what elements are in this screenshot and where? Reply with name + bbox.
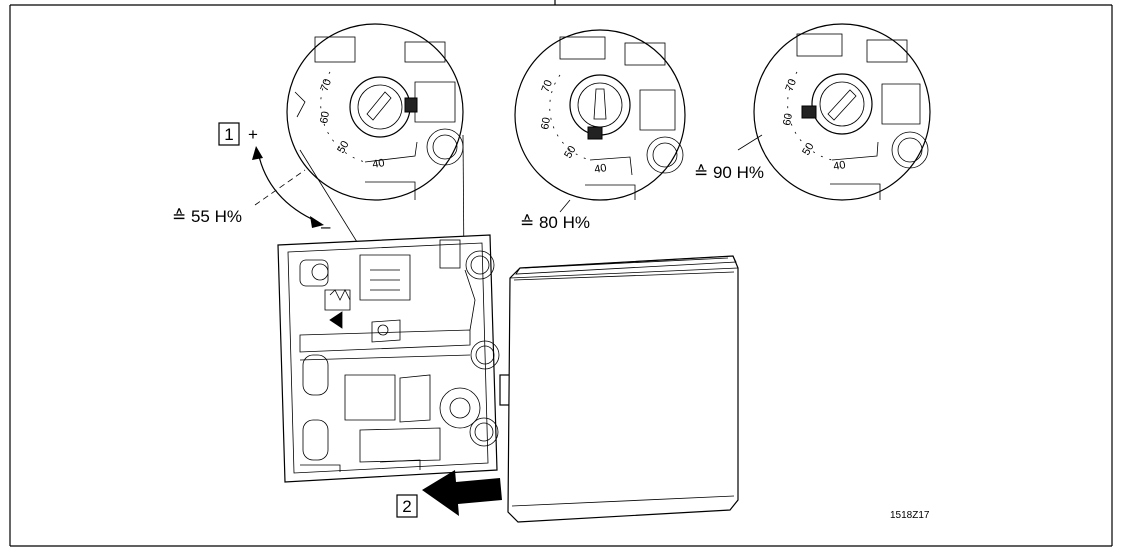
scale-mark-60: 60 (539, 116, 553, 130)
dial-detail-90 (753, 23, 931, 201)
step-2-marker: 2 (396, 494, 418, 518)
dial-detail-80 (514, 29, 686, 201)
step-1-label: 1 (224, 125, 233, 144)
scale-mark-40: 40 (593, 162, 607, 176)
dial-detail-55 (286, 23, 464, 201)
scale-mark-70: 70 (784, 77, 799, 93)
scale-mark-70: 70 (319, 77, 334, 93)
step-2-label: 2 (402, 497, 411, 516)
mount-arrow (422, 470, 502, 516)
step-1-marker: 1 (218, 122, 240, 146)
scale-mark-50: 50 (562, 144, 579, 161)
housing-base-plate (277, 234, 513, 483)
scale-mark-40: 40 (832, 159, 846, 173)
dial-scale-90: 70 60 50 40 (781, 77, 846, 173)
scale-mark-70: 70 (540, 78, 555, 94)
scale-mark-60: 60 (781, 112, 795, 126)
dial-scale-55: 70 60 50 40 (318, 77, 385, 171)
scale-mark-50: 50 (800, 141, 817, 158)
adjust-direction-arrow (252, 146, 324, 228)
setting-55-label: ≙ 55 H% (172, 207, 242, 226)
scale-mark-50: 50 (335, 139, 352, 156)
minus-label: – (321, 217, 331, 236)
scale-mark-40: 40 (371, 157, 385, 171)
setting-90-label: ≙ 90 H% (694, 163, 764, 182)
scale-mark-60: 60 (318, 110, 332, 124)
page-frame (9, 0, 1113, 547)
housing-cover (507, 255, 739, 523)
plus-label: + (248, 125, 258, 144)
dial-scale-80: 70 60 50 40 (539, 78, 607, 176)
figure-id: 1518Z17 (890, 510, 930, 521)
setting-80-label: ≙ 80 H% (520, 213, 590, 232)
